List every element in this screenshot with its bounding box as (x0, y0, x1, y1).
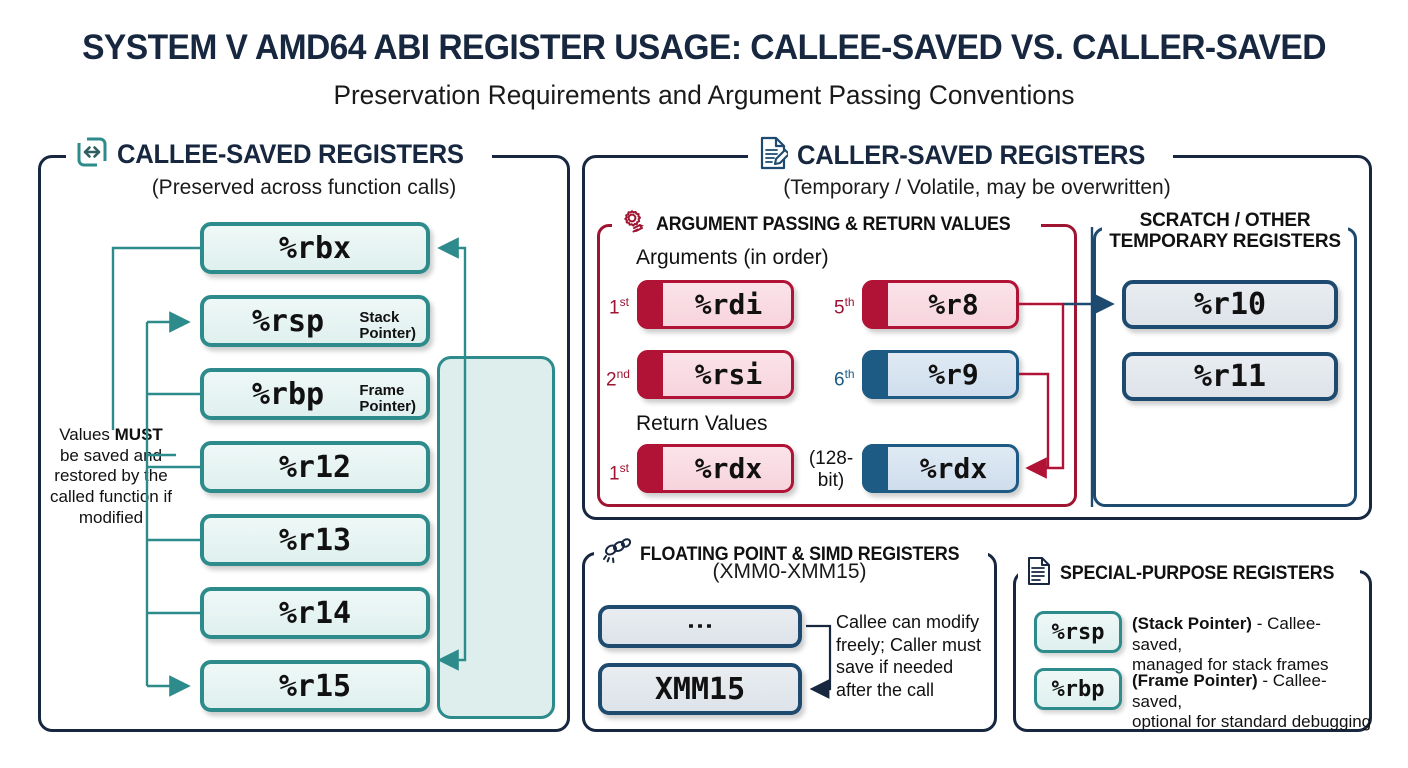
special-purpose-title-text: SPECIAL-PURPOSE REGISTERS (1060, 562, 1335, 584)
register-label: %rdx (694, 452, 763, 485)
callee-note: Values MUST be saved and restored by the… (46, 425, 176, 529)
caller-panel-subtitle: (Temporary / Volatile, may be overwritte… (783, 176, 1171, 199)
register-chip-r13[interactable]: %r13 (200, 514, 430, 566)
register-label: %r14 (278, 595, 352, 631)
special-register-chip-rsp[interactable]: %rsp (1034, 611, 1122, 653)
scratch-registers-title: SCRATCH / OTHER TEMPORARY REGISTERS (1102, 210, 1348, 253)
page-title: SYSTEM V AMD64 ABI REGISTER USAGE: CALLE… (82, 28, 1326, 67)
ordinal-1st-rdx: 1st (609, 461, 629, 485)
register-label: ⋮ (685, 612, 716, 641)
special-register-desc-rbp: (Frame Pointer) - Callee-saved, optional… (1132, 671, 1372, 732)
register-label: %r15 (278, 668, 352, 704)
callee-group-highlight (437, 356, 555, 719)
register-chip-rsi[interactable]: %rsi (637, 350, 794, 399)
special-register-chip-rbp[interactable]: %rbp (1034, 668, 1122, 710)
register-chip-rdi[interactable]: %rdi (637, 280, 794, 329)
register-chip-r8[interactable]: %r8 (862, 280, 1019, 329)
register-chip-rsp[interactable]: %rsp Stack Pointer) (200, 295, 430, 347)
register-sup: Stack Pointer) (359, 309, 416, 342)
ordinal-1st-rdi: 1st (609, 295, 629, 319)
register-chip-r12[interactable]: %r12 (200, 441, 430, 493)
argument-passing-title-text: ARGUMENT PASSING & RETURN VALUES (656, 213, 1011, 235)
register-label: %rbx (278, 230, 352, 266)
return-values-label: Return Values (636, 412, 768, 435)
register-chip-r10[interactable]: %r10 (1122, 280, 1338, 329)
register-chip-rbx[interactable]: %rbx (200, 222, 430, 274)
ordinal-5th-r8: 5th (834, 295, 855, 319)
register-chip-r14[interactable]: %r14 (200, 587, 430, 639)
register-label: %rdx (919, 452, 988, 485)
register-label: %rbp (251, 376, 325, 412)
special-desc-bold: (Frame Pointer) (1132, 671, 1258, 690)
register-sup: Frame Pointer) (359, 382, 416, 415)
ordinal-6th-r9: 6th (834, 367, 855, 391)
register-label: %rdi (694, 288, 763, 321)
floating-point-note: Callee can modify freely; Caller must sa… (836, 612, 982, 700)
callee-panel-subtitle: (Preserved across function calls) (151, 176, 457, 199)
caller-panel-title-text: CALLER-SAVED REGISTERS (797, 140, 1146, 170)
special-purpose-title: SPECIAL-PURPOSE REGISTERS (1018, 556, 1360, 591)
register-chip-r11[interactable]: %r11 (1122, 352, 1338, 401)
callee-note-rest: be saved and restored by the called func… (50, 445, 172, 527)
arguments-label: Arguments (in order) (636, 246, 829, 269)
register-chip-xmm15[interactable]: XMM15 (598, 663, 802, 715)
document-pencil-icon (758, 136, 791, 175)
register-chip-xmm-ellipsis[interactable]: ⋮ (598, 605, 802, 648)
floating-point-subtitle: (XMM0-XMM15) (712, 560, 867, 583)
callee-panel-title-text: CALLEE-SAVED REGISTERS (117, 139, 464, 169)
register-label: XMM15 (654, 671, 746, 707)
bit-note: (128- bit) (808, 448, 854, 491)
register-label: %r8 (928, 288, 979, 321)
ordinal-2nd-rsi: 2nd (606, 367, 630, 391)
callee-note-bold: MUST (114, 425, 163, 444)
register-label: %r10 (1193, 287, 1267, 322)
register-chip-r15[interactable]: %r15 (200, 660, 430, 712)
register-label: %r13 (278, 522, 352, 558)
register-label: %rsi (694, 358, 763, 391)
page-subtitle: Preservation Requirements and Argument P… (333, 80, 1075, 110)
special-register-desc-rsp: (Stack Pointer) - Callee-saved, managed … (1132, 614, 1329, 675)
register-chip-rdx-return[interactable]: %rdx (637, 444, 794, 493)
register-label: %rsp (251, 303, 325, 339)
register-label: %r11 (1193, 359, 1267, 394)
register-chip-rbp[interactable]: %rbp Frame Pointer) (200, 368, 430, 420)
left-right-arrow-icon (76, 136, 108, 173)
callee-panel-title: CALLEE-SAVED REGISTERS (66, 136, 492, 173)
floating-point-title: FLOATING POINT & SIMD REGISTERS (594, 538, 988, 571)
special-desc-bold: (Stack Pointer) (1132, 614, 1252, 633)
register-label: %rsp (1051, 619, 1105, 645)
register-chip-r9[interactable]: %r9 (862, 350, 1019, 399)
document-lines-icon (1026, 556, 1052, 591)
gear-motion-icon (620, 208, 648, 241)
register-label: %r9 (928, 358, 979, 391)
argument-passing-title: ARGUMENT PASSING & RETURN VALUES (612, 208, 1042, 241)
caller-panel-title: CALLER-SAVED REGISTERS (748, 136, 1174, 175)
callee-note-pre: Values (59, 425, 115, 444)
floating-point-title-text: FLOATING POINT & SIMD REGISTERS (640, 543, 960, 565)
register-label: %r12 (278, 449, 352, 485)
chain-link-icon (602, 538, 632, 571)
register-label: %rbp (1051, 676, 1105, 702)
register-chip-rdx-high[interactable]: %rdx (862, 444, 1019, 493)
